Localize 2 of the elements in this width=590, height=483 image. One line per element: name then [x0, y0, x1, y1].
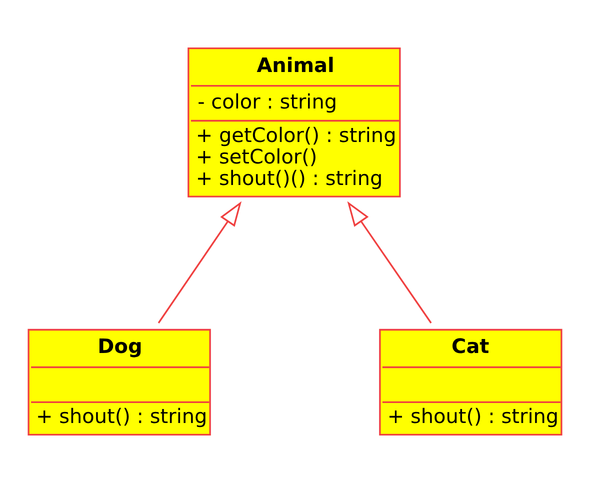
arrow: [158, 201, 242, 324]
arrow: [347, 201, 432, 324]
